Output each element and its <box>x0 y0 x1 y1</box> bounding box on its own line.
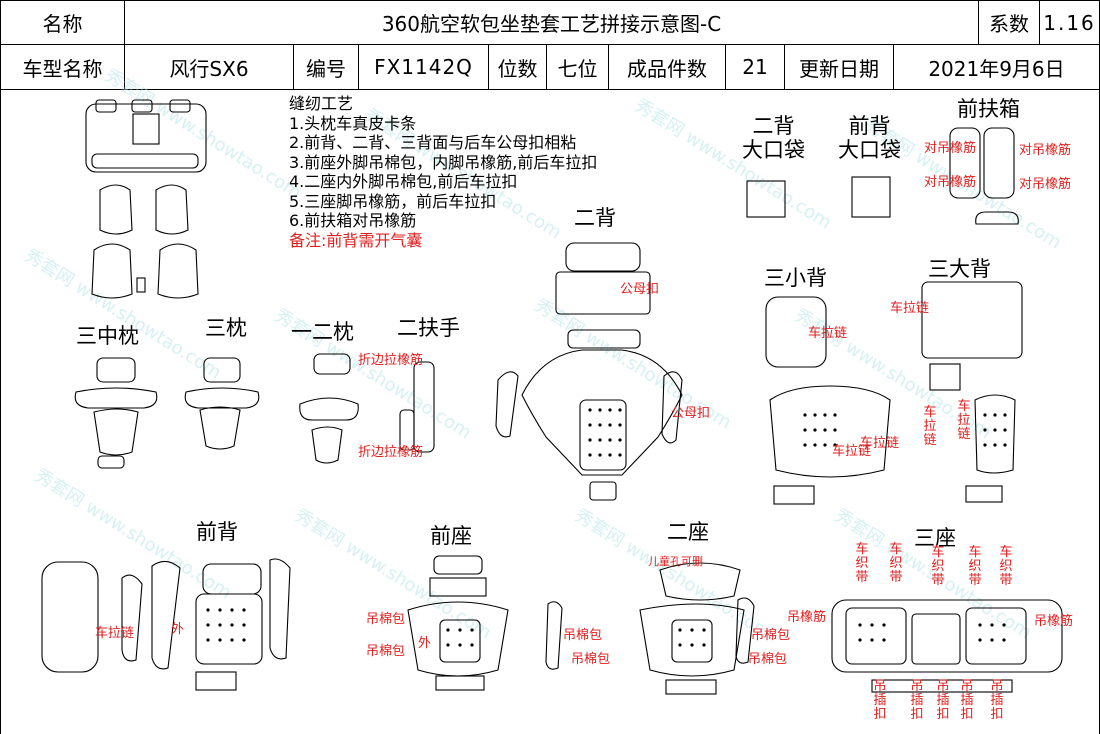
qian-bei-shape <box>41 558 291 691</box>
san-zuo-label: 三座 <box>914 526 956 550</box>
yi-er-zhen-shape <box>299 353 359 464</box>
san-zhen-label: 三枕 <box>205 316 247 340</box>
annotation-diao-xiangjin: 吊橡筋 <box>787 610 827 625</box>
sewing-notes: 缝纫工艺 1.头枕车真皮卡条 2.前背、二背、三背面与后车公母扣相粘 3.前座外… <box>289 94 597 250</box>
annotation-che-la-lian: 车拉链 <box>890 301 930 316</box>
annotation-dui-diao-xiangjin: 对吊橡筋 <box>924 175 977 190</box>
annotation-che-zhi-dai: 车织带 <box>968 545 982 588</box>
model-value: 风行SX6 <box>124 44 294 90</box>
san-zhong-zhen-label: 三中枕 <box>76 324 139 348</box>
annotation-wai: 外 <box>418 636 432 651</box>
annotation-diao-cha-kou: 吊插扣 <box>873 679 887 722</box>
annotation-zhe-bian-la-xiangjin: 折边拉橡筋 <box>358 353 424 368</box>
annotation-che-zhi-dai: 车织带 <box>889 542 903 585</box>
qian-zuo-label: 前座 <box>430 524 472 548</box>
san-zhen-shape <box>184 357 260 450</box>
date-label: 更新日期 <box>784 44 894 90</box>
seats-label: 位数 <box>488 44 547 90</box>
annotation-diao-mian-bao: 吊棉包 <box>751 628 791 643</box>
notes-remark: 备注:前背需开气囊 <box>289 230 423 250</box>
annotation-diao-cha-kou: 吊插扣 <box>936 679 950 722</box>
annotation-che-la-lian: 车拉链 <box>808 326 848 341</box>
notes-item: 4.二座内外脚吊棉包,前后车拉扣 <box>289 172 518 191</box>
annotation-diao-mian-bao: 吊棉包 <box>571 652 611 667</box>
qian-zuo-shape <box>407 555 509 691</box>
perforation-dots <box>206 408 1007 647</box>
annotation-diao-mian-bao: 吊棉包 <box>563 628 603 643</box>
annotation-dui-diao-xiangjin: 对吊橡筋 <box>924 141 977 156</box>
annotation-zhe-bian-la-xiangjin: 折边拉橡筋 <box>358 445 424 460</box>
qian-bei-pocket-shape <box>851 176 891 218</box>
annotation-diao-xiangjin: 吊橡筋 <box>1034 614 1074 629</box>
annotation-che-la-lian: 车拉链 <box>95 626 135 641</box>
annotation-diao-mian-bao: 吊棉包 <box>748 652 788 667</box>
seat-overview-diagram <box>85 99 207 299</box>
er-bei-shape <box>495 242 683 501</box>
annotation-diao-cha-kou: 吊插扣 <box>990 679 1004 722</box>
notes-item: 6.前扶箱对吊橡筋 <box>289 211 417 230</box>
er-fu-shou-label: 二扶手 <box>397 316 460 340</box>
date-value: 2021年9月6日 <box>893 44 1100 90</box>
er-bei-label: 二背 <box>574 206 616 230</box>
notes-item: 1.头枕车真皮卡条 <box>289 113 417 133</box>
code-value: FX1142Q <box>358 44 489 90</box>
annotation-gong-mu-kou: 公母扣 <box>620 282 660 297</box>
front-armrest-shape <box>949 127 1019 225</box>
qian-bei-pocket-label: 前背 大口袋 <box>838 114 901 162</box>
san-da-bei-shape <box>921 281 1023 503</box>
annotation-ertong-kong: 儿童孔可删 <box>648 555 703 568</box>
front-armrest-label: 前扶箱 <box>957 97 1020 121</box>
coef-label: 系数 <box>978 0 1040 45</box>
annotation-diao-mian-bao: 吊棉包 <box>366 612 406 627</box>
annotation-che-zhi-dai: 车织带 <box>931 545 945 588</box>
annotation-gong-mu-kou: 公母扣 <box>671 406 711 421</box>
annotation-wai: 外 <box>171 622 185 637</box>
er-zuo-shape <box>545 562 755 695</box>
er-fu-shou-shape <box>399 361 435 453</box>
annotation-che-la-lian-vertical: 车拉链 <box>923 405 937 448</box>
annotation-diao-cha-kou: 吊插扣 <box>960 679 974 722</box>
annotation-dui-diao-xiangjin: 对吊橡筋 <box>1019 177 1072 192</box>
san-xiao-bei-shape <box>765 296 891 505</box>
annotation-che-la-lian: 车拉链 <box>860 436 900 451</box>
san-zuo-shape <box>831 599 1063 693</box>
san-da-bei-label: 三大背 <box>928 257 991 281</box>
san-xiao-bei-label: 三小背 <box>764 266 827 290</box>
notes-item: 3.前座外脚吊棉包，内脚吊橡筋,前后车拉扣 <box>289 152 598 172</box>
annotation-che-zhi-dai: 车织带 <box>855 542 869 585</box>
pieces-label: 成品件数 <box>608 44 726 90</box>
yi-er-zhen-label: 一二枕 <box>291 320 354 344</box>
san-zhong-zhen-shape <box>74 357 158 469</box>
er-zuo-label: 二座 <box>667 520 709 544</box>
annotation-che-la-lian-vertical: 车拉链 <box>957 399 971 442</box>
annotation-diao-cha-kou: 吊插扣 <box>910 679 924 722</box>
er-bei-pocket-shape <box>746 180 786 218</box>
annotation-che-zhi-dai: 车织带 <box>999 545 1013 588</box>
qian-bei-label: 前背 <box>196 520 238 544</box>
header-table: 名称 360航空软包坐垫套工艺拼接示意图-C 系数 1.16 车型名称 风行SX… <box>0 0 1100 90</box>
er-bei-pocket-label: 二背 大口袋 <box>742 114 805 162</box>
notes-item: 2.前背、二背、三背面与后车公母扣相粘 <box>289 133 577 152</box>
notes-title: 缝纫工艺 <box>289 94 354 113</box>
annotation-che-la-lian: 车拉链 <box>832 444 872 459</box>
notes-item: 5.三座脚吊橡筋，前后车拉扣 <box>289 191 497 211</box>
annotation-diao-mian-bao: 吊棉包 <box>366 644 406 659</box>
annotation-dui-diao-xiangjin: 对吊橡筋 <box>1019 143 1072 158</box>
model-label: 车型名称 <box>0 44 125 90</box>
